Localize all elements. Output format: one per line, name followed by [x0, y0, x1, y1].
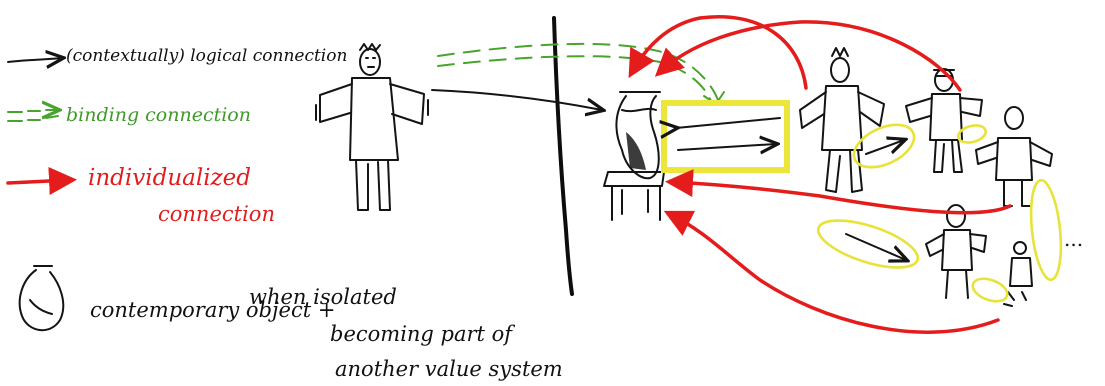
individualized-arrows [628, 15, 1012, 334]
object-note-when-isolated: when isolated [249, 285, 397, 309]
divider-line [552, 16, 574, 296]
object-note-contemporary: contemporary object + [90, 298, 336, 322]
yellow-relation-ellipses [816, 123, 1063, 303]
legend-logical-arrow [7, 58, 62, 62]
vase-icon [18, 265, 65, 331]
logical-arrow-to-object [431, 89, 602, 110]
object-note-value-system: another value system [335, 357, 563, 381]
vase-object-on-pedestal [603, 91, 665, 221]
legend-person-figure [315, 43, 429, 211]
person-figure-1 [799, 47, 885, 193]
object-note-becoming-part: becoming part of [330, 322, 513, 346]
highlight-box [664, 100, 790, 173]
person-figure-2 [905, 68, 983, 173]
legend-logical-label: (contextually) logical connection [66, 46, 348, 66]
legend-binding-label: binding connection [66, 104, 251, 126]
person-figure-5 [1003, 241, 1033, 307]
legend-individualized-arrow [6, 166, 77, 195]
legend-individualized-label: individualized [88, 165, 252, 191]
legend-binding-arrow [7, 110, 58, 121]
binding-arrow-to-object [437, 42, 725, 106]
legend-individualized-label-line2: connection [158, 202, 275, 226]
person-figure-4 [925, 204, 987, 299]
person-figure-3 [975, 106, 1053, 207]
group-ellipsis: ... [1064, 227, 1083, 251]
